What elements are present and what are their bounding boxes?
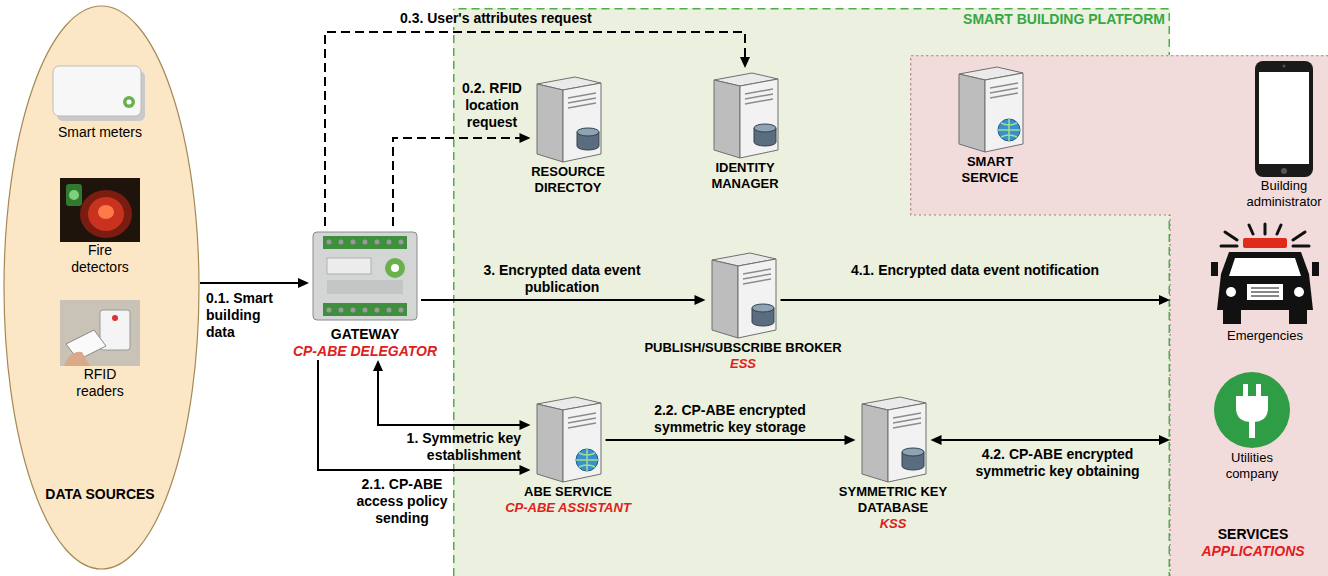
server-icon: [531, 392, 606, 484]
smart-meter-picture: [50, 62, 150, 124]
arrow-head: [520, 133, 531, 143]
node-label: RESOURCE DIRECTOY: [513, 164, 623, 196]
service-user: Emergencies: [1202, 222, 1328, 344]
node-label: Fire detectors: [64, 242, 136, 276]
data-source: Fire detectors: [55, 178, 145, 276]
node-role: KSS: [831, 516, 955, 532]
services-region: SERVICESAPPLICATIONS SMART SERVICE Buildin…: [910, 55, 1328, 576]
connector-line: [325, 32, 745, 226]
text-block: DATA SOURCES: [30, 486, 170, 503]
region-title: SERVICES: [1180, 526, 1326, 543]
arrow-head: [298, 278, 309, 288]
connector: [606, 435, 856, 445]
text-block: SERVICESAPPLICATIONS: [1180, 526, 1326, 560]
connector: [373, 360, 531, 430]
server-box: SMART SERVICE: [935, 62, 1045, 186]
arrow-head: [740, 57, 750, 68]
region-title: DATA SOURCES: [30, 486, 170, 503]
arrow-head: [520, 420, 531, 430]
plug-picture: [1212, 370, 1292, 450]
edge-label: 2.2. CP-ABE encrypted symmetric key stor…: [620, 402, 840, 436]
server-icon: [953, 62, 1028, 154]
node-label: SYMMETRIC KEY DATABASE: [831, 484, 955, 516]
server-icon: [706, 248, 781, 340]
server-box: IDENTITY MANAGER: [683, 68, 807, 192]
edge-label: 0.3. User's attributes request: [400, 10, 662, 27]
connector: [393, 133, 531, 226]
connector: [318, 360, 531, 475]
edge-label: 4.1. Encrypted data event notification: [850, 262, 1100, 279]
node-role: CP-ABE DELEGATOR: [289, 343, 441, 360]
connector: [421, 295, 706, 305]
edge-label: 0.2. RFID location request: [456, 80, 528, 131]
data-source: RFID readers: [55, 300, 145, 400]
rfid-reader-picture: [60, 300, 140, 366]
connector-line: [421, 299, 698, 301]
node-label: Emergencies: [1205, 328, 1325, 344]
connector-line: [781, 299, 1163, 301]
text-block: SMART BUILDING PLATFORM: [955, 11, 1165, 28]
fire-truck-picture: [1209, 222, 1321, 328]
connector-line: [378, 368, 523, 425]
connector-line: [393, 138, 523, 226]
server-box: PUBLISH/SUBSCRIBE BROKERESS: [630, 248, 856, 372]
node-label: Building administrator: [1242, 178, 1326, 210]
edge-label: 1. Symmetric key establishment: [381, 430, 521, 464]
tablet-picture: [1254, 60, 1314, 178]
data-source: Smart meters: [42, 62, 158, 141]
fire-detector-picture: [60, 178, 140, 242]
connector: [931, 435, 1171, 445]
region-title: SMART BUILDING PLATFORM: [955, 11, 1165, 28]
arrow-head: [1159, 435, 1170, 445]
edge-label: 4.2. CP-ABE encrypted symmetric key obta…: [950, 446, 1165, 480]
arrow-head: [1159, 295, 1170, 305]
server-box: SYMMETRIC KEY DATABASEKSS: [828, 392, 958, 532]
region-role: APPLICATIONS: [1180, 543, 1326, 560]
service-user: Building administrator: [1239, 60, 1328, 210]
node-role: ESS: [633, 356, 853, 372]
node-label: Utilities company: [1216, 450, 1288, 482]
arrow-head: [695, 295, 706, 305]
node-label: GATEWAY: [289, 326, 441, 343]
connector-line: [606, 439, 848, 441]
node-label: PUBLISH/SUBSCRIBE BROKER: [633, 340, 853, 356]
service-user: Utilities company: [1202, 370, 1302, 482]
connector: [200, 278, 309, 288]
server-icon: [708, 68, 783, 160]
server-box: RESOURCE DIRECTOY: [506, 72, 630, 196]
arrow-head: [845, 435, 856, 445]
edge-label: 3. Encrypted data event publication: [462, 262, 662, 296]
node-label: SMART SERVICE: [945, 154, 1035, 186]
arrow-head: [373, 360, 383, 371]
server-icon: [531, 72, 606, 164]
arrow-head: [931, 435, 942, 445]
gateway-device: GATEWAYCP-ABE DELEGATOR: [286, 226, 444, 360]
gateway-picture: [309, 226, 421, 326]
node-label: ABE SERVICE: [493, 484, 643, 500]
node-label: Smart meters: [45, 124, 155, 141]
connector-line: [200, 282, 301, 284]
connector: [781, 295, 1171, 305]
node-label: IDENTITY MANAGER: [690, 160, 800, 192]
server-icon: [856, 392, 931, 484]
connector-line: [939, 439, 1163, 441]
edge-label: 0.1. Smart building data: [206, 290, 282, 341]
edge-label: 2.1. CP-ABE access policy sending: [352, 476, 452, 527]
data-sources-region: DATA SOURCES Smart metersFire detectorsRF…: [3, 5, 200, 570]
node-role: CP-ABE ASSISTANT: [493, 500, 643, 516]
connector-line: [318, 360, 523, 470]
connector: [325, 32, 750, 226]
arrow-head: [520, 465, 531, 475]
node-label: RFID readers: [64, 366, 136, 400]
